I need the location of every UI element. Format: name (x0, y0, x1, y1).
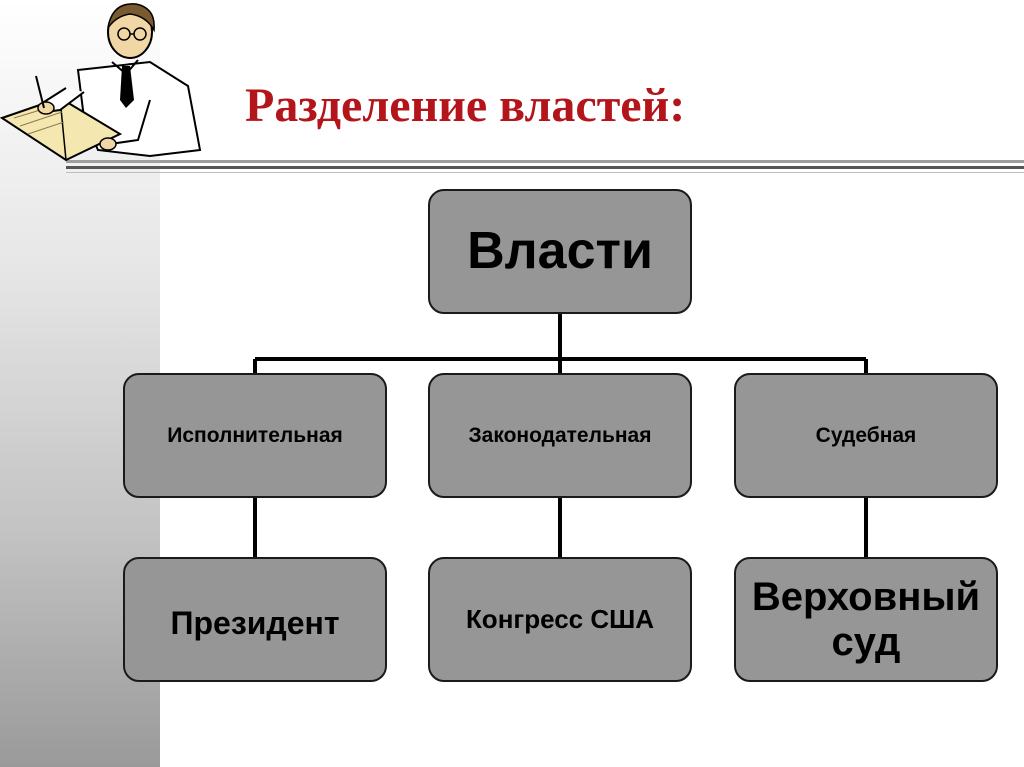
node-branch-judicial: Судебная (734, 373, 998, 498)
title-rule-bottom (66, 172, 1024, 173)
node-leaf-supreme-court: Верховный суд (734, 557, 998, 682)
page-title: Разделение властей: (245, 79, 686, 132)
title-rule-top (66, 160, 1024, 163)
node-branch-executive: Исполнительная (123, 373, 387, 498)
node-leaf-president: Президент (123, 557, 387, 682)
node-root: Власти (428, 189, 692, 314)
title-rule-middle (66, 166, 1024, 169)
node-leaf-congress: Конгресс США (428, 557, 692, 682)
clipart-writing-man-icon (0, 3, 202, 162)
node-branch-legislative: Законодательная (428, 373, 692, 498)
